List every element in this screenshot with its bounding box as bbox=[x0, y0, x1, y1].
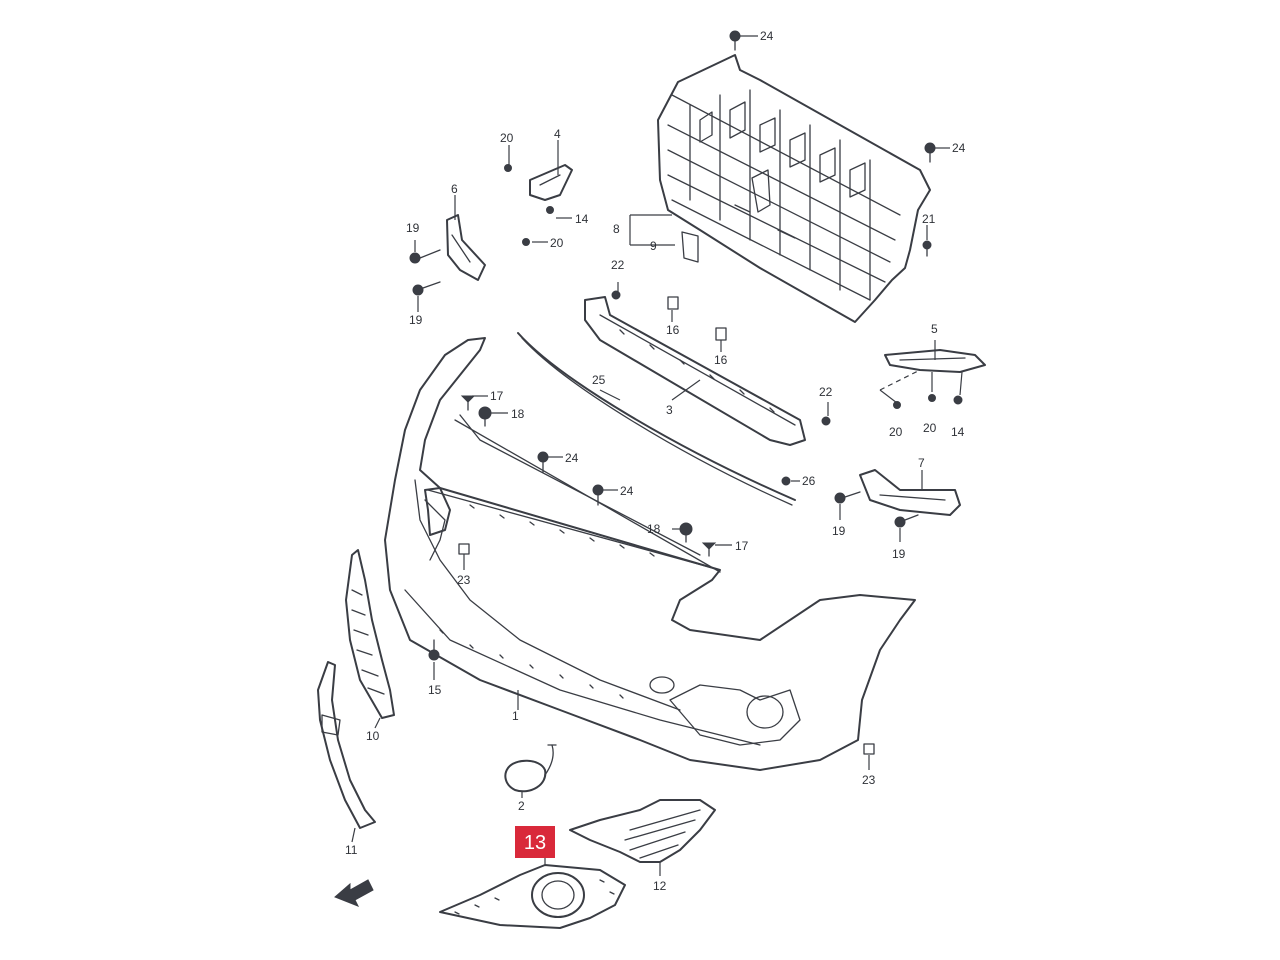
front-direction-arrow-icon bbox=[334, 879, 374, 907]
callout-26: 26 bbox=[802, 474, 816, 488]
front-bumper-cover bbox=[384, 337, 916, 771]
callout-19-lower: 19 bbox=[409, 313, 423, 327]
callout-24-center: 24 bbox=[565, 451, 579, 465]
callout-20-top: 20 bbox=[500, 131, 514, 145]
callout-9: 9 bbox=[650, 239, 657, 253]
callout-20-right-b: 20 bbox=[923, 421, 937, 435]
callout-21: 21 bbox=[922, 212, 936, 226]
fog-lamp-bezel-highlighted bbox=[439, 864, 626, 929]
side-grille-left bbox=[345, 549, 395, 719]
upper-bar bbox=[584, 296, 806, 446]
highlight-callout-13: 13 bbox=[515, 826, 555, 858]
callout-24-top: 24 bbox=[760, 29, 774, 43]
callout-12: 12 bbox=[653, 879, 667, 893]
callout-22-upper: 22 bbox=[611, 258, 625, 272]
callout-23-right: 23 bbox=[862, 773, 876, 787]
tow-hook-cover bbox=[504, 744, 557, 793]
callout-22-right: 22 bbox=[819, 385, 833, 399]
callout-20-right-a: 20 bbox=[889, 425, 903, 439]
callout-4: 4 bbox=[554, 127, 561, 141]
fasteners bbox=[409, 30, 963, 755]
callout-20-mid: 20 bbox=[550, 236, 564, 250]
leader-lines bbox=[351, 35, 963, 876]
callout-16-lower: 16 bbox=[714, 353, 728, 367]
callout-10: 10 bbox=[366, 729, 380, 743]
callout-24-right: 24 bbox=[952, 141, 966, 155]
callout-1: 1 bbox=[512, 709, 519, 723]
callout-11: 11 bbox=[345, 843, 358, 857]
bracket-4 bbox=[529, 164, 573, 201]
bracket-6 bbox=[446, 214, 486, 281]
front-grille bbox=[657, 54, 931, 323]
callout-2: 2 bbox=[518, 799, 525, 813]
callout-24-lower: 24 bbox=[620, 484, 634, 498]
fog-lamp-grille bbox=[569, 799, 716, 863]
callout-19-right-a: 19 bbox=[832, 524, 846, 538]
callout-18-center: 18 bbox=[647, 522, 661, 536]
lower-trim-left bbox=[317, 661, 376, 829]
moulding-strip bbox=[517, 332, 796, 506]
callout-23-left: 23 bbox=[457, 573, 471, 587]
callout-7: 7 bbox=[918, 456, 925, 470]
callout-labels: 24 24 24 24 20 4 6 14 20 19 19 8 9 21 22… bbox=[345, 29, 966, 893]
callout-19-right-b: 19 bbox=[892, 547, 906, 561]
callout-8: 8 bbox=[613, 222, 620, 236]
bracket-7 bbox=[859, 469, 961, 516]
callout-16-upper: 16 bbox=[666, 323, 680, 337]
bracket-left-corner bbox=[424, 487, 451, 536]
bracket-5 bbox=[884, 349, 986, 373]
callout-5: 5 bbox=[931, 322, 938, 336]
callout-19-upper: 19 bbox=[406, 221, 420, 235]
callout-18-left: 18 bbox=[511, 407, 525, 421]
callout-3: 3 bbox=[666, 403, 673, 417]
callout-14-left: 14 bbox=[575, 212, 589, 226]
callout-6: 6 bbox=[451, 182, 458, 196]
callout-17-center: 17 bbox=[735, 539, 749, 553]
highlight-box bbox=[515, 826, 555, 858]
callout-13: 13 bbox=[524, 832, 546, 854]
callout-25: 25 bbox=[592, 373, 606, 387]
callout-15: 15 bbox=[428, 683, 442, 697]
callout-17-left: 17 bbox=[490, 389, 504, 403]
callout-14-right: 14 bbox=[951, 425, 965, 439]
